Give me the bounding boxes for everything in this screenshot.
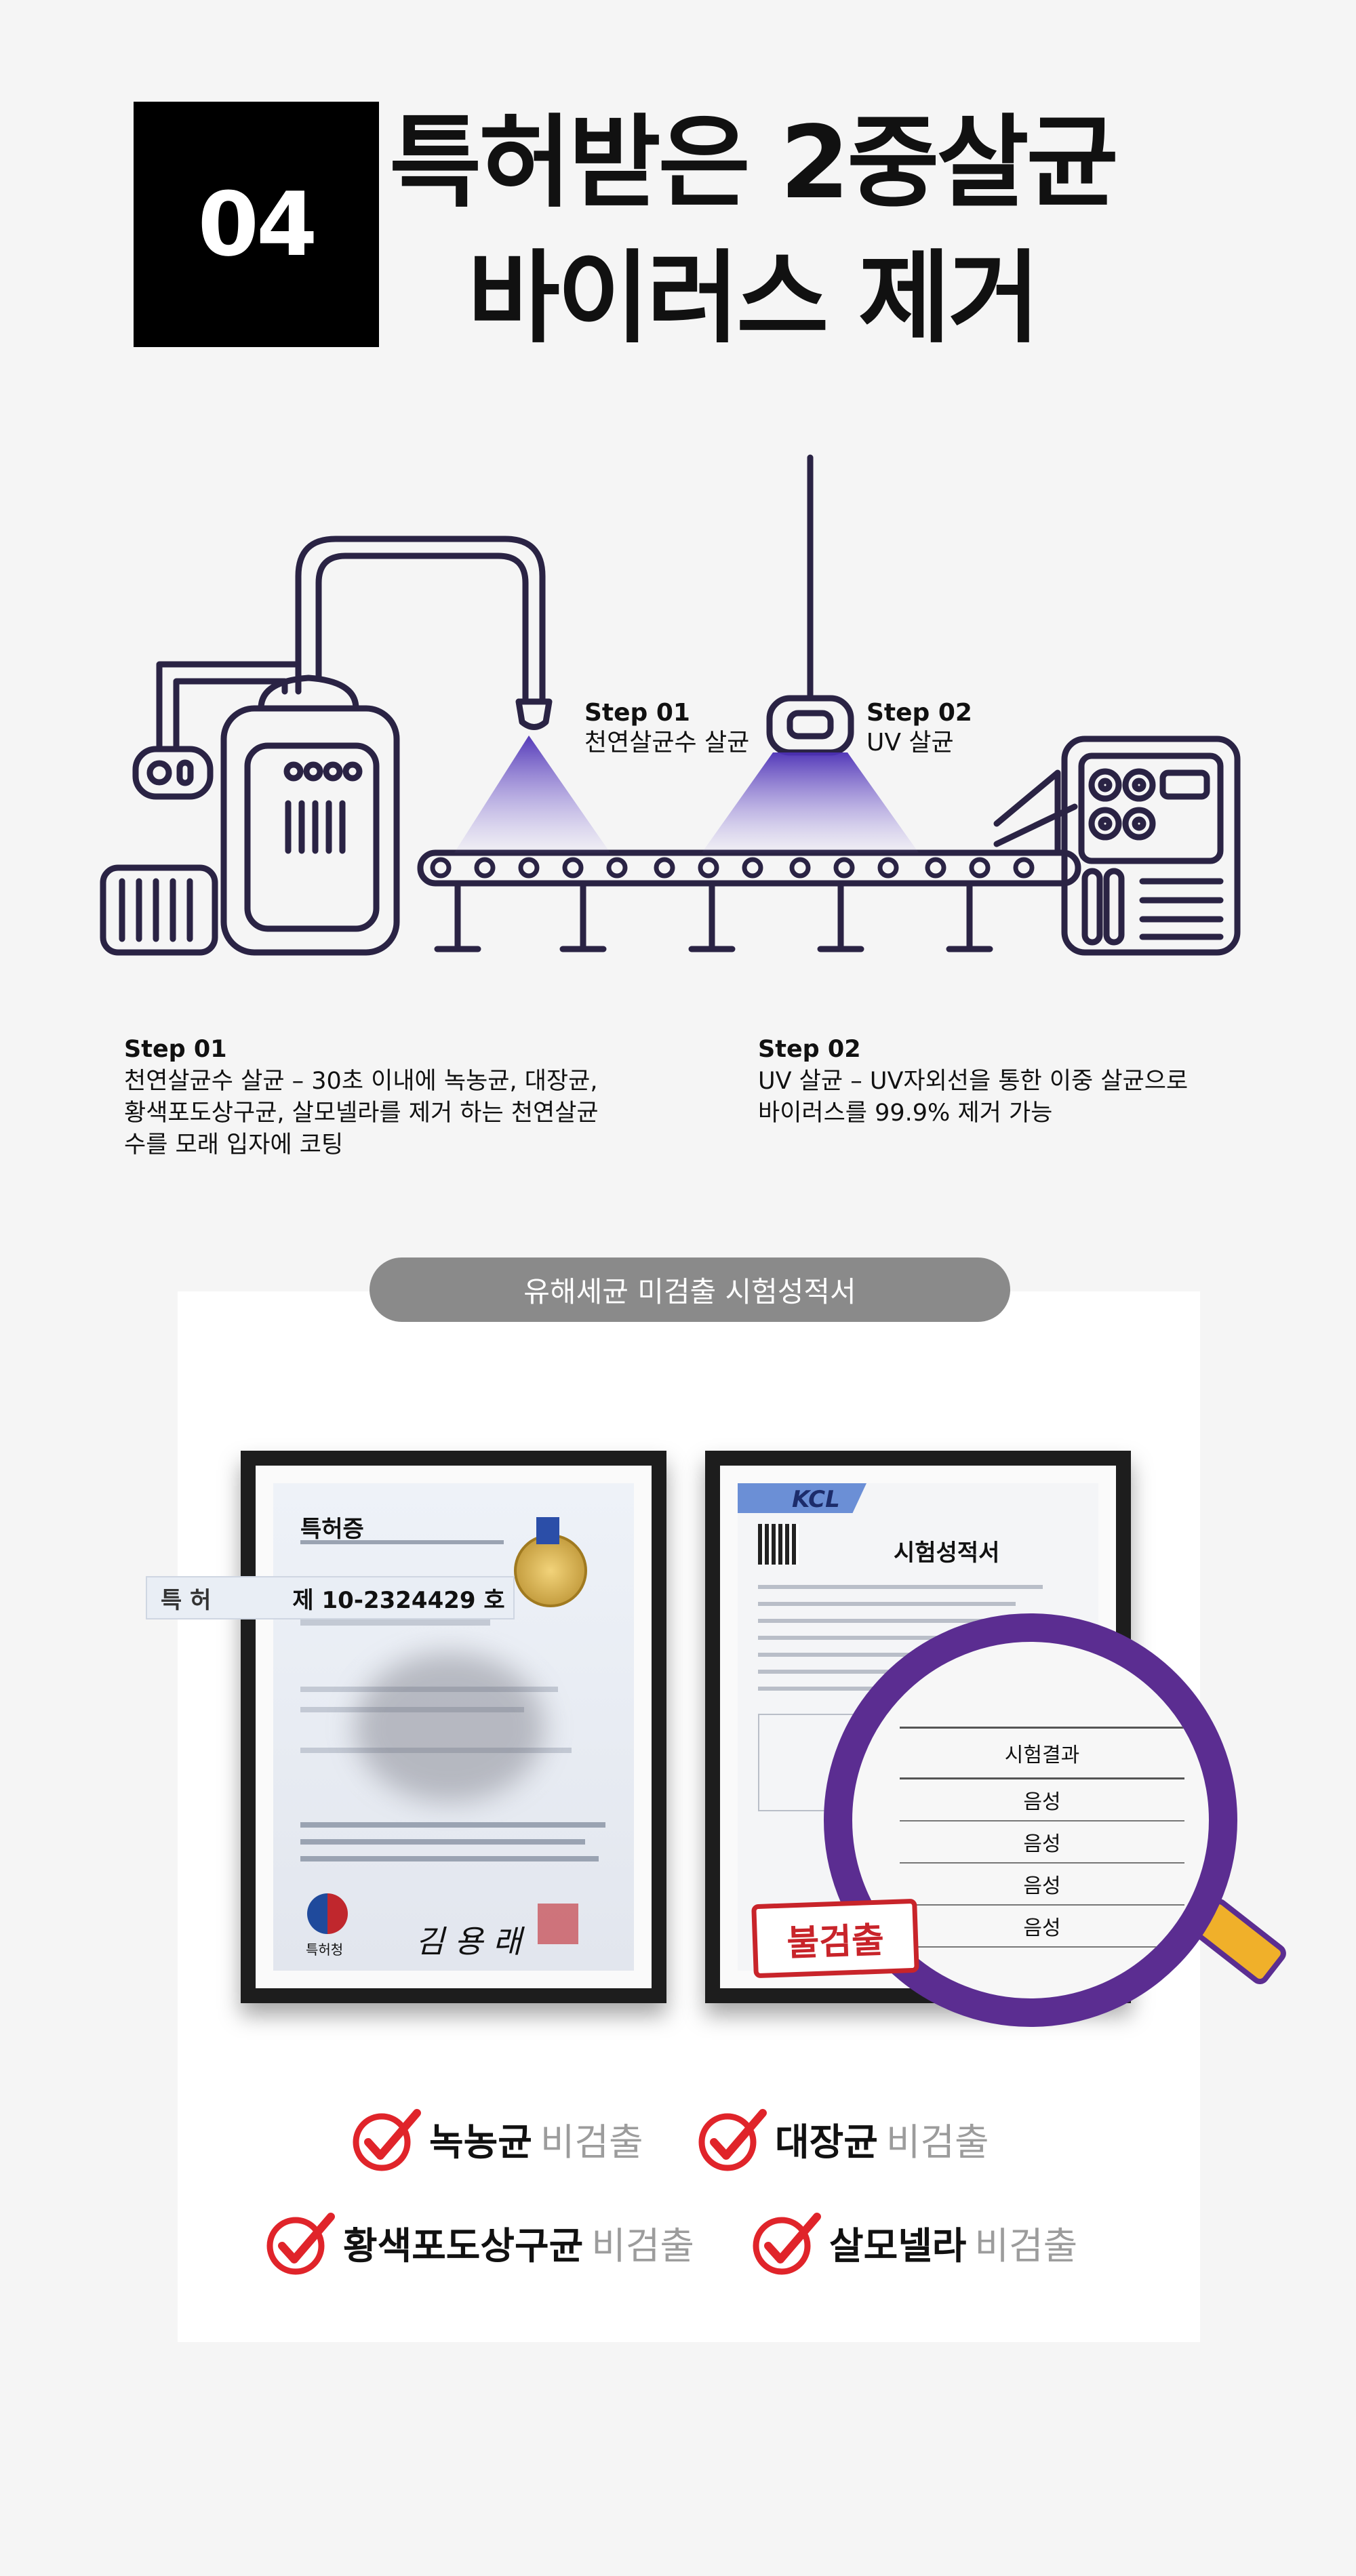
check-item: 녹농균 비검출 bbox=[349, 2105, 643, 2173]
uv-lamp bbox=[766, 695, 854, 756]
step1-callout: Step 01 천연살균수 살균 bbox=[584, 698, 749, 758]
patent-strip-prefix: 특 허 bbox=[161, 1586, 212, 1614]
step2-description-head: Step 02 bbox=[758, 1036, 861, 1063]
patent-number: 제 10-2324429 호 bbox=[292, 1586, 505, 1614]
sterilization-process-illustration bbox=[100, 454, 1241, 956]
patent-signature: 김 용 래 bbox=[416, 1923, 522, 1960]
sanitizer-spray bbox=[454, 736, 610, 853]
title-line-2: 바이러스 제거 bbox=[467, 240, 1041, 357]
patent-certificate-frame: 특허증 특허청 김 용 래 bbox=[241, 1451, 666, 2003]
bacteria-name: 녹농균 bbox=[429, 2120, 532, 2164]
check-item: 대장균 비검출 bbox=[695, 2105, 989, 2173]
detection-status: 비검출 bbox=[591, 2224, 695, 2268]
stamp-text: 불검출 bbox=[786, 1920, 885, 1965]
step1-callout-name: 천연살균수 살균 bbox=[584, 729, 750, 757]
magnifier-result-header: 시험결과 bbox=[900, 1729, 1184, 1779]
step2-description: Step 02 UV 살균 – UV자외선을 통한 이중 살균으로 바이러스를 … bbox=[758, 1034, 1300, 1129]
step2-callout-label: Step 02 bbox=[866, 699, 972, 727]
kcl-logo: KCL bbox=[792, 1486, 840, 1513]
step2-description-line: UV 살균 – UV자외선을 통한 이중 살균으로 bbox=[758, 1068, 1189, 1095]
magnifier-result-value: 음성 bbox=[900, 1864, 1184, 1906]
step2-callout-name: UV 살균 bbox=[866, 729, 954, 757]
bacteria-name: 황색포도상구균 bbox=[343, 2224, 584, 2268]
spray-nozzle bbox=[515, 698, 553, 730]
section-number-badge: 04 bbox=[134, 102, 379, 347]
patent-office-label: 특허청 bbox=[306, 1941, 344, 1958]
check-item: 살모넬라 비검출 bbox=[749, 2209, 1077, 2276]
red-check-icon bbox=[753, 2213, 821, 2275]
red-check-icon bbox=[698, 2109, 767, 2171]
title-line-1: 특허받은 2중살균 bbox=[389, 104, 1119, 221]
step1-description: Step 01 천연살균수 살균 – 30초 이내에 녹농균, 대장균, 황색포… bbox=[124, 1034, 666, 1161]
step1-description-line: 천연살균수 살균 – 30초 이내에 녹농균, 대장균, bbox=[124, 1068, 598, 1095]
detection-status: 비검출 bbox=[540, 2120, 643, 2164]
magnifier-result-value: 음성 bbox=[900, 1779, 1184, 1822]
official-seal-stamp bbox=[538, 1904, 578, 1944]
gold-seal-icon bbox=[514, 1534, 587, 1607]
step1-description-line: 수를 모래 입자에 코팅 bbox=[124, 1131, 344, 1159]
section-title: 특허받은 2중살균 바이러스 제거 bbox=[380, 95, 1125, 366]
uv-light-beam bbox=[702, 752, 919, 853]
control-box bbox=[132, 746, 214, 800]
not-detected-stamp: 불검출 bbox=[751, 1898, 919, 1979]
patent-title: 특허증 bbox=[300, 1516, 364, 1543]
step1-description-line: 황색포도상구균, 살모넬라를 제거 하는 천연살균 bbox=[124, 1100, 599, 1127]
certificate-banner: 유해세균 미검출 시험성적서 bbox=[370, 1257, 1010, 1322]
heater-unit bbox=[100, 864, 218, 956]
patent-number-strip: 특 허 제 10-2324429 호 bbox=[146, 1576, 515, 1619]
detection-status: 비검출 bbox=[885, 2120, 989, 2164]
red-check-icon bbox=[353, 2109, 421, 2171]
magnifier-result-value: 음성 bbox=[900, 1822, 1184, 1864]
step2-description-line: 바이러스를 99.9% 제거 가능 bbox=[758, 1100, 1053, 1127]
red-check-icon bbox=[266, 2213, 335, 2275]
magnifier-result-value: 음성 bbox=[900, 1906, 1184, 1948]
check-item: 황색포도상구균 비검출 bbox=[263, 2209, 694, 2276]
bacteria-name: 살모넬라 bbox=[829, 2224, 967, 2268]
bacteria-name: 대장균 bbox=[775, 2120, 878, 2164]
step1-description-head: Step 01 bbox=[124, 1036, 227, 1063]
test-report-title: 시험성적서 bbox=[894, 1539, 1000, 1567]
step1-callout-label: Step 01 bbox=[584, 699, 690, 727]
packaging-machine bbox=[1061, 736, 1241, 956]
water-tank bbox=[220, 705, 400, 956]
government-emblem-icon bbox=[307, 1893, 348, 1934]
step2-callout: Step 02 UV 살균 bbox=[866, 698, 972, 758]
patent-document: 특허증 특허청 김 용 래 bbox=[273, 1483, 634, 1971]
detection-status: 비검출 bbox=[974, 2224, 1078, 2268]
qr-code-icon bbox=[758, 1524, 799, 1565]
